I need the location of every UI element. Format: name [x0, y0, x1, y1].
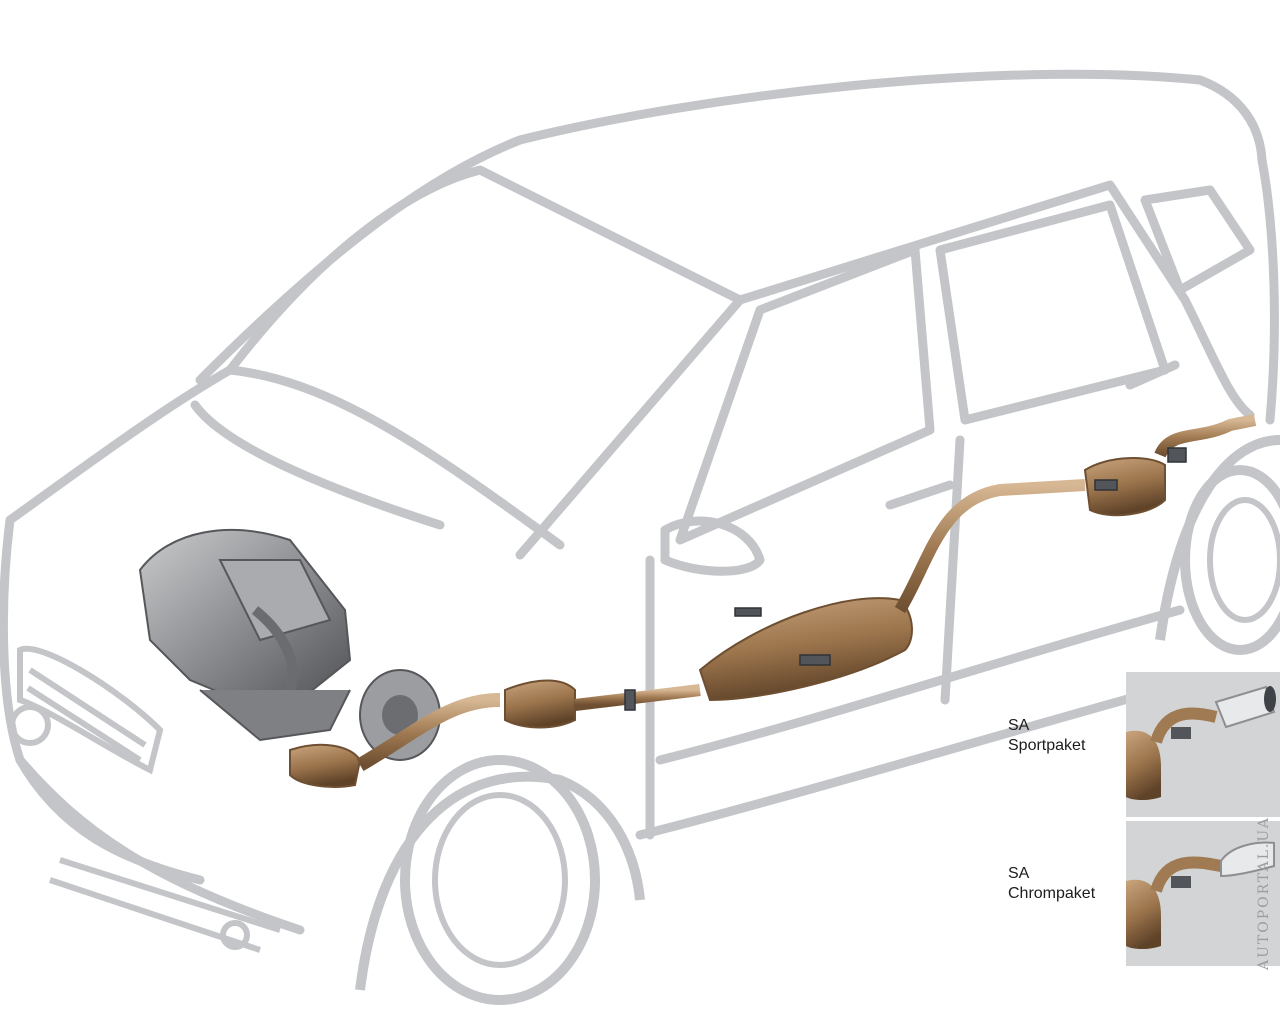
car-body-outline [0, 69, 1279, 935]
sportpaket-inset [1126, 672, 1280, 817]
watermark: AUTOPORTAL.UA [1256, 816, 1272, 970]
chrome-tip-illustration [1126, 841, 1275, 950]
chrompaket-inset [1126, 821, 1280, 966]
sport-tip-illustration [1126, 685, 1276, 801]
exhaust-system [289, 414, 1257, 788]
front-grille [9, 645, 281, 953]
front-wheel [355, 755, 645, 1005]
sportpaket-label: SA Sportpaket [1008, 717, 1086, 754]
chrompaket-label: SA Chrompaket [1008, 865, 1096, 902]
engine [138, 529, 441, 761]
rear-wheel [1155, 435, 1280, 655]
